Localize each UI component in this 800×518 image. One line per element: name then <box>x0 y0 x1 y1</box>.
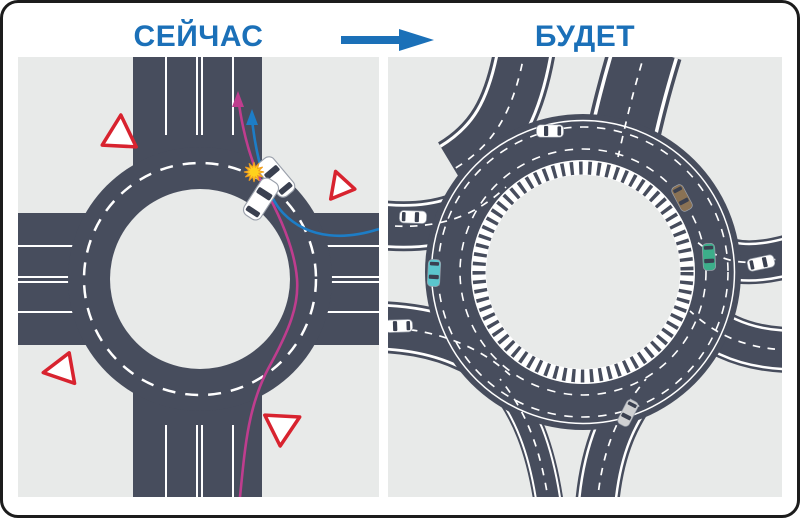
central-island <box>486 175 680 369</box>
arrow-shape <box>341 29 434 51</box>
entering-vehicle-path <box>246 109 379 237</box>
before-title: СЕЙЧАС <box>133 20 264 53</box>
ring-dashed-marking <box>82 161 318 397</box>
yield-sign-right <box>328 169 357 201</box>
transition-right-arrow-icon <box>341 29 434 51</box>
blue-arrowhead <box>246 109 258 125</box>
yield-sign-bottom <box>263 413 302 448</box>
magenta-arrowhead <box>232 91 244 107</box>
before-diagram <box>18 57 379 497</box>
car-cyan-west <box>426 258 442 288</box>
central-island <box>110 189 290 369</box>
apron-hatching <box>472 161 694 383</box>
outer-spiral-dashed <box>437 126 729 418</box>
after-circle <box>425 114 741 430</box>
after-title: БУДЕТ <box>534 20 636 53</box>
after-diagram <box>388 57 782 497</box>
before-circle <box>68 147 332 411</box>
car-white-west-lower <box>388 318 414 334</box>
collision-star-icon <box>243 161 265 183</box>
inner-spiral-dashed <box>459 148 707 396</box>
collision-cars <box>240 153 299 224</box>
car-white-top <box>536 124 564 138</box>
yield-sign-left <box>41 351 77 386</box>
car-white-west-upper <box>398 209 428 225</box>
yield-signs <box>41 113 357 448</box>
car-green-east <box>701 242 717 272</box>
yield-sign-top <box>100 113 138 149</box>
